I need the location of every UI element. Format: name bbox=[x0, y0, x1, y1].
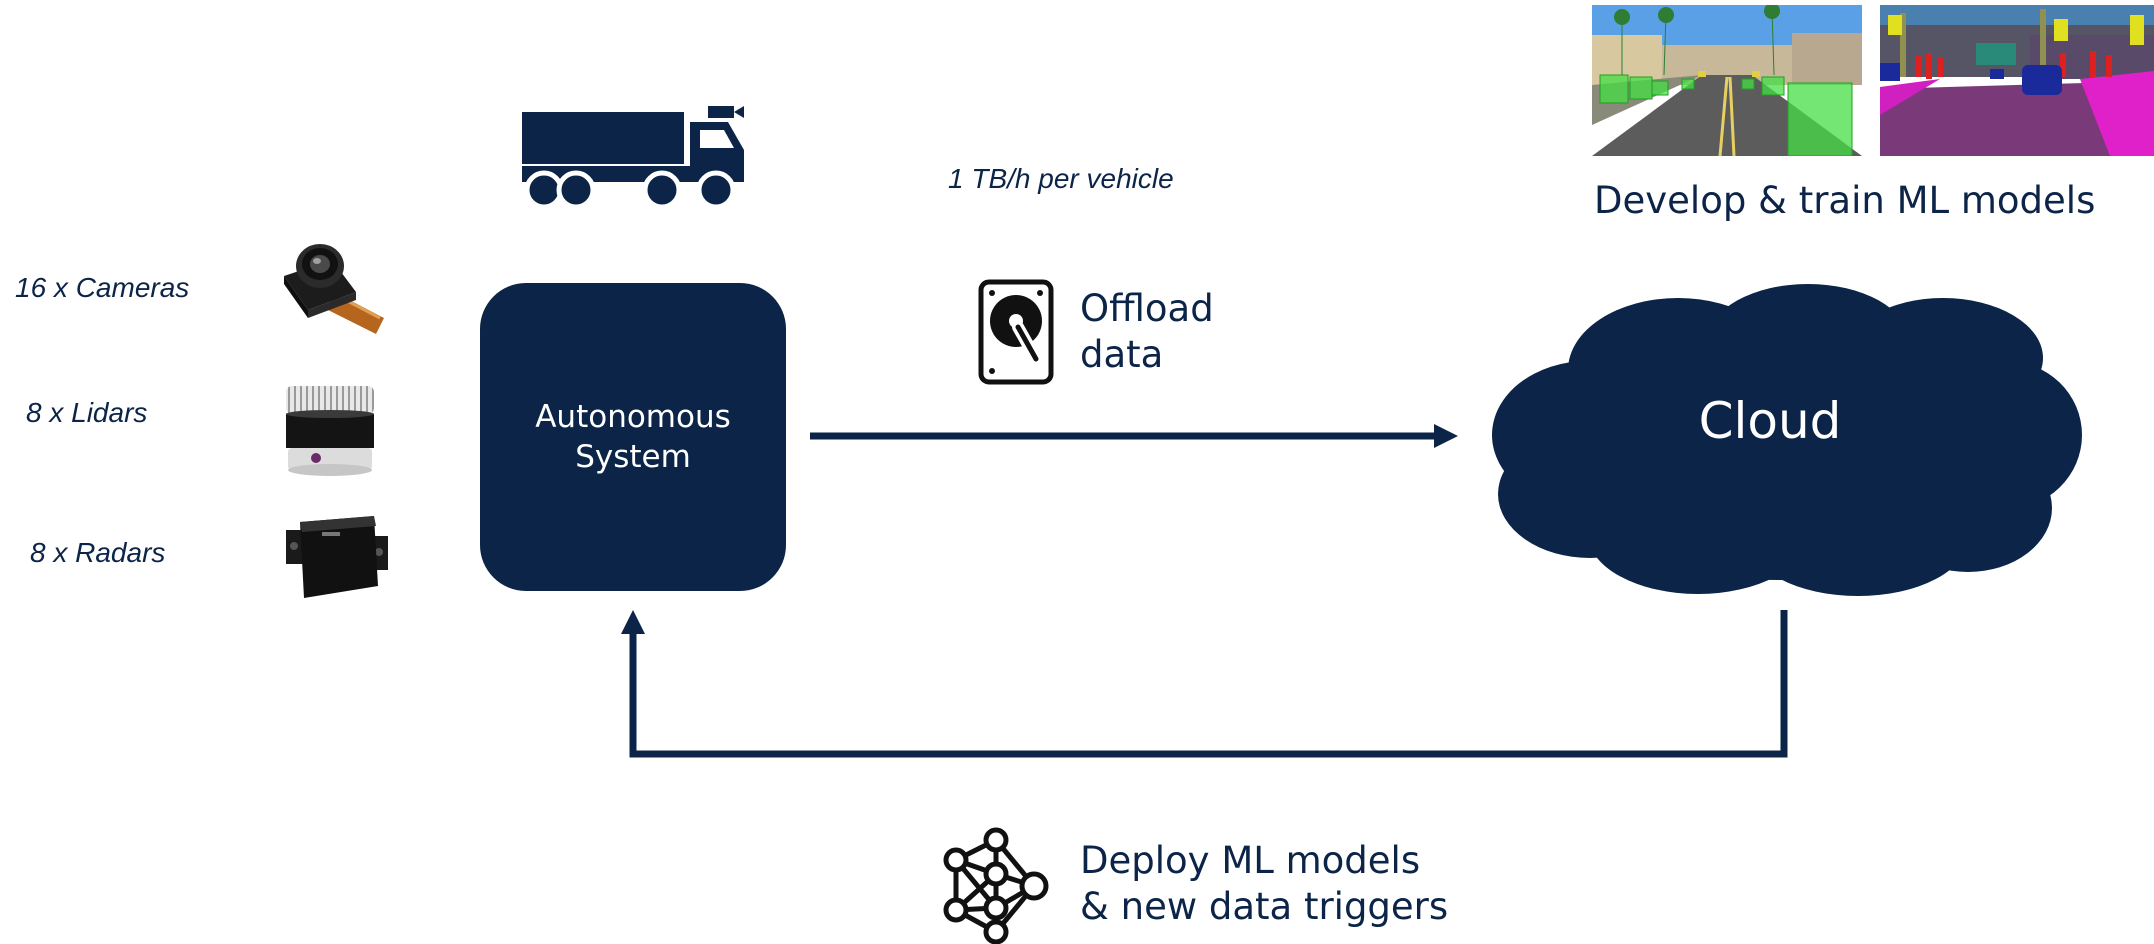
autonomous-system-node: Autonomous System bbox=[480, 283, 786, 591]
data-rate-label: 1 TB/h per vehicle bbox=[948, 163, 1174, 194]
cloud-label: Cloud bbox=[1698, 392, 1842, 450]
neural-network-icon bbox=[943, 827, 1049, 944]
sensor-label-cameras: 16 x Cameras bbox=[15, 272, 190, 303]
hard-drive-icon bbox=[978, 279, 1054, 385]
object-detection-image bbox=[1592, 5, 1862, 156]
semantic-segmentation-image bbox=[1880, 5, 2154, 156]
lidar-icon bbox=[286, 386, 374, 476]
deploy-models-label: Deploy ML models & new data triggers bbox=[1080, 839, 1449, 928]
cloud-node bbox=[1492, 284, 2082, 596]
sensor-label-radars: 8 x Radars bbox=[30, 537, 166, 568]
radar-icon bbox=[286, 516, 388, 598]
deploy-feedback-arrow bbox=[621, 610, 1788, 758]
camera-module-icon bbox=[284, 244, 384, 334]
offload-data-label: Offload data bbox=[1080, 287, 1214, 376]
truck-icon bbox=[522, 106, 744, 210]
autonomous-system-label: Autonomous System bbox=[535, 399, 731, 475]
train-models-label: Develop & train ML models bbox=[1594, 179, 2096, 222]
offload-arrow bbox=[810, 424, 1458, 448]
sensor-label-lidars: 8 x Lidars bbox=[26, 397, 148, 428]
